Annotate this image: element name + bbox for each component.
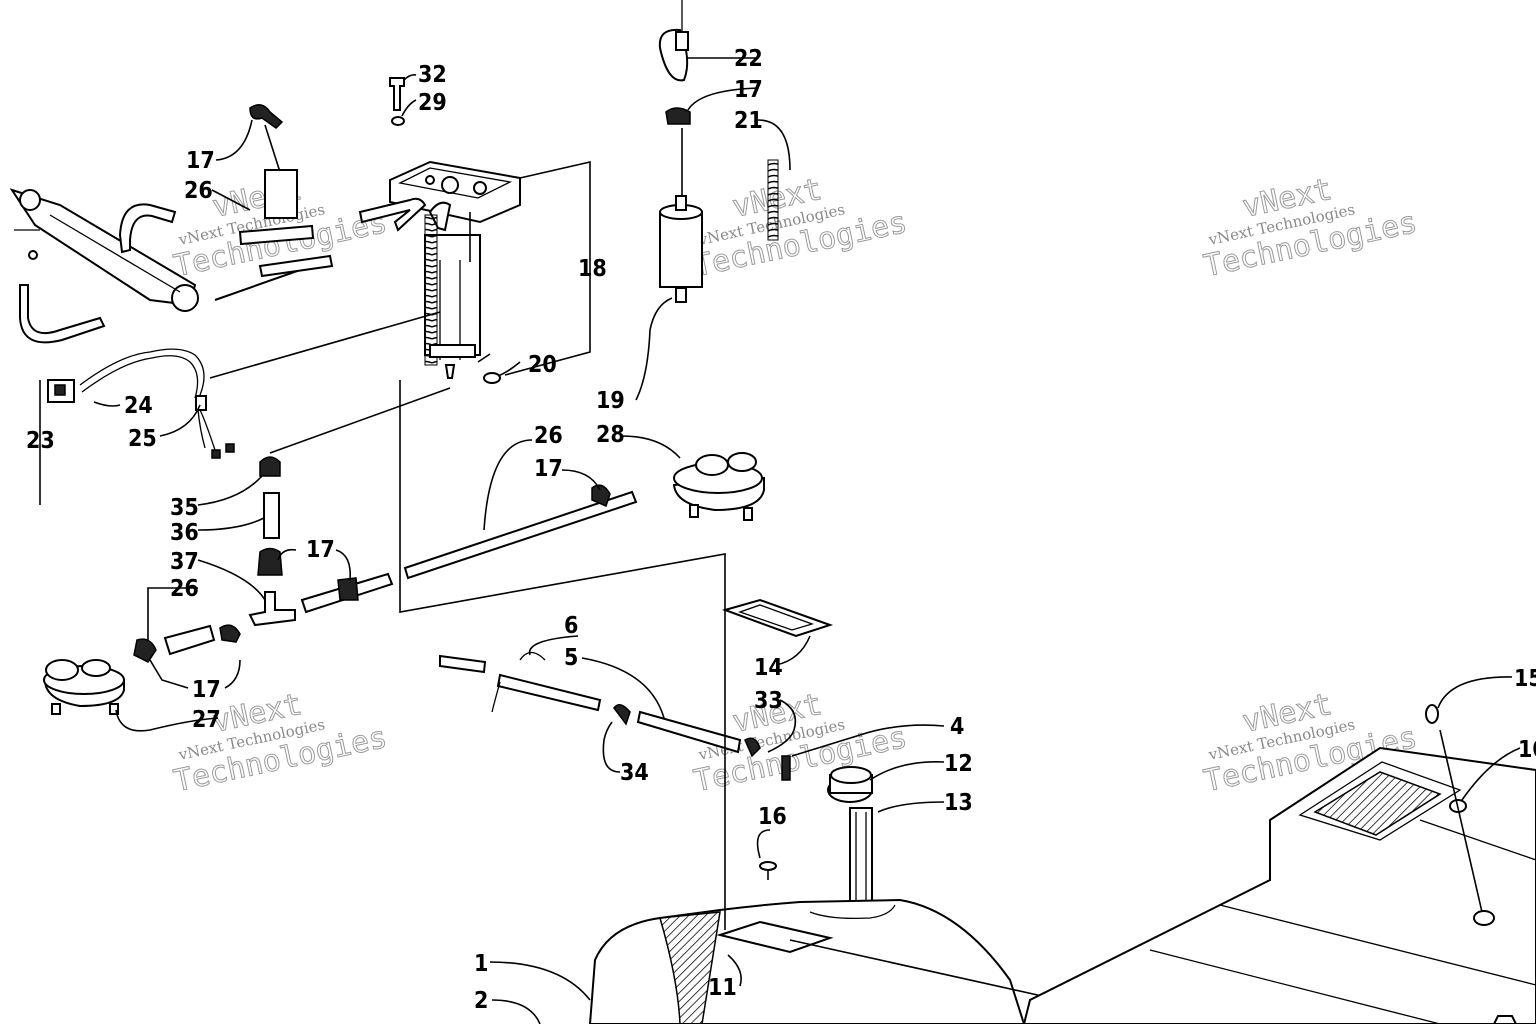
callout-24: 24 xyxy=(124,393,153,419)
callout-labels: 32 29 17 26 18 20 24 25 23 35 36 37 17 2… xyxy=(26,46,1536,1014)
fuel-tank xyxy=(588,898,1061,1024)
callout-5: 5 xyxy=(564,645,578,671)
hose-fittings xyxy=(248,456,296,627)
callout-21: 21 xyxy=(734,108,763,134)
callout-25: 25 xyxy=(128,426,157,452)
fuel-hose-lines xyxy=(133,387,451,663)
leader-lines xyxy=(39,57,1521,1024)
callout-6: 6 xyxy=(564,613,578,639)
callout-17: 17 xyxy=(186,148,215,174)
callout-14: 14 xyxy=(754,655,783,681)
callout-12: 12 xyxy=(944,751,973,777)
fuel-rail xyxy=(9,188,301,344)
callout-17: 17 xyxy=(534,456,563,482)
inline-fuel-pump xyxy=(658,0,779,303)
callout-22: 22 xyxy=(734,46,763,72)
callout-18: 18 xyxy=(578,256,607,282)
wiring-harness xyxy=(47,311,441,459)
gasket xyxy=(721,598,834,638)
filler-neck xyxy=(827,766,882,922)
fuel-pump-module xyxy=(358,160,521,379)
bolt xyxy=(389,77,405,126)
callout-11: 11 xyxy=(708,975,737,1001)
callout-28: 28 xyxy=(596,422,625,448)
hose-clamp xyxy=(249,104,298,219)
callout-13: 13 xyxy=(944,790,973,816)
vehicle-frame xyxy=(1022,704,1536,1024)
callout-15: 15 xyxy=(1514,666,1536,692)
fuel-hose xyxy=(118,203,334,278)
callout-1: 1 xyxy=(474,951,488,977)
callout-27: 27 xyxy=(192,707,221,733)
fuel-filter xyxy=(43,659,125,715)
callout-10: 10 xyxy=(1518,737,1536,763)
callout-19: 19 xyxy=(596,388,625,414)
callout-36: 36 xyxy=(170,520,199,546)
washer xyxy=(477,353,501,384)
callout-17: 17 xyxy=(734,77,763,103)
callout-2: 2 xyxy=(474,988,488,1014)
watermark-group: vNext Technologies Technologies vNext vN… xyxy=(170,171,1420,799)
callout-33: 33 xyxy=(754,688,783,714)
callout-16: 16 xyxy=(758,804,787,830)
callout-20: 20 xyxy=(528,352,557,378)
callout-26: 26 xyxy=(184,178,213,204)
vent-hose xyxy=(439,651,791,781)
fuel-hose xyxy=(403,484,638,580)
callout-26: 26 xyxy=(534,423,563,449)
screw xyxy=(759,861,777,880)
callout-34: 34 xyxy=(620,760,649,786)
callout-4: 4 xyxy=(950,714,964,740)
callout-29: 29 xyxy=(418,90,447,116)
callout-17: 17 xyxy=(192,677,221,703)
callout-35: 35 xyxy=(170,495,199,521)
callout-32: 32 xyxy=(418,62,447,88)
callout-23: 23 xyxy=(26,428,55,454)
callout-17: 17 xyxy=(306,537,335,563)
callout-37: 37 xyxy=(170,549,199,575)
callout-26: 26 xyxy=(170,576,199,602)
fuel-filter xyxy=(672,452,765,521)
